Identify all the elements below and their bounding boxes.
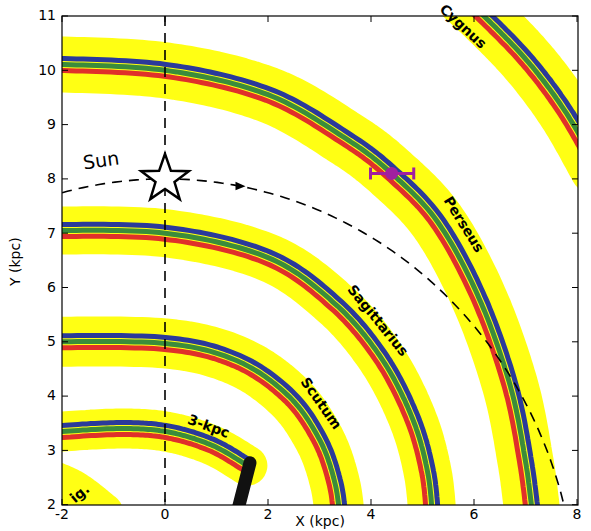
tick-mark xyxy=(62,341,68,342)
sun-star xyxy=(141,154,189,199)
arm-band xyxy=(62,342,340,506)
tick-mark xyxy=(572,124,578,125)
tick-mark xyxy=(572,287,578,288)
tick-label: 6 xyxy=(47,280,56,295)
spiral-arms xyxy=(62,16,578,505)
arm-stripe xyxy=(62,58,539,505)
plot-frame xyxy=(62,16,578,505)
arm-stripe xyxy=(62,342,340,506)
sun-label: Sun xyxy=(82,147,121,173)
arm-stripe xyxy=(62,230,433,505)
tick-mark xyxy=(62,504,68,505)
galactic-bar xyxy=(237,463,250,505)
tick-mark xyxy=(62,499,63,505)
tick-label: 9 xyxy=(47,117,56,132)
tick-label: 11 xyxy=(38,8,56,23)
error-cap xyxy=(412,167,415,179)
tick-mark xyxy=(165,499,166,505)
arm-stripe xyxy=(62,348,334,506)
tick-mark xyxy=(572,16,578,17)
arm-stripe xyxy=(62,435,244,471)
tick-label: 4 xyxy=(367,507,376,522)
tick-mark xyxy=(371,499,372,505)
arm-stripe xyxy=(62,70,527,505)
tick-label: 8 xyxy=(47,171,56,186)
tick-label: 6 xyxy=(470,507,479,522)
rotation-arrowhead xyxy=(235,182,245,191)
tick-mark xyxy=(371,16,372,22)
arm-stripe xyxy=(62,64,533,505)
tick-label: 10 xyxy=(38,63,56,78)
axis-title: X (kpc) xyxy=(295,514,345,529)
tick-mark xyxy=(62,450,68,451)
tick-mark xyxy=(474,16,475,22)
tick-mark xyxy=(62,287,68,288)
tick-label: 0 xyxy=(161,507,170,522)
tick-mark xyxy=(62,124,68,125)
solar-circle xyxy=(62,179,564,505)
overlay xyxy=(62,154,564,505)
data-point xyxy=(385,167,398,180)
arm-band xyxy=(62,64,533,505)
error-cap xyxy=(369,167,372,179)
tick-label: 4 xyxy=(47,388,56,403)
tick-mark xyxy=(572,396,578,397)
arm-band xyxy=(62,475,103,505)
tick-mark xyxy=(572,233,578,234)
tick-label: 2 xyxy=(264,507,273,522)
tick-mark xyxy=(62,178,68,179)
tick-mark xyxy=(474,499,475,505)
tick-mark xyxy=(577,499,578,505)
tick-label: 3 xyxy=(47,443,56,458)
tick-mark xyxy=(572,450,578,451)
arm-stripe xyxy=(62,236,427,505)
axis-title: Y (kpc) xyxy=(7,238,22,287)
tick-label: 8 xyxy=(573,507,582,522)
tick-mark xyxy=(62,16,68,17)
tick-mark xyxy=(572,178,578,179)
tick-mark xyxy=(572,70,578,71)
tick-label: 2 xyxy=(47,497,56,512)
tick-marks xyxy=(62,16,578,505)
tick-mark xyxy=(165,16,166,22)
tick-mark xyxy=(572,504,578,505)
tick-label: -2 xyxy=(55,507,69,522)
tick-mark xyxy=(62,233,68,234)
tick-mark xyxy=(268,16,269,22)
tick-mark xyxy=(268,499,269,505)
tick-mark xyxy=(572,341,578,342)
tick-mark xyxy=(62,70,68,71)
tick-mark xyxy=(62,16,63,22)
tick-label: 5 xyxy=(47,334,56,349)
arm-stripe xyxy=(62,224,439,505)
dashed-axis xyxy=(164,16,166,505)
tick-mark xyxy=(62,396,68,397)
arm-band xyxy=(62,230,433,505)
tick-label: 7 xyxy=(47,226,56,241)
tick-mark xyxy=(577,16,578,22)
